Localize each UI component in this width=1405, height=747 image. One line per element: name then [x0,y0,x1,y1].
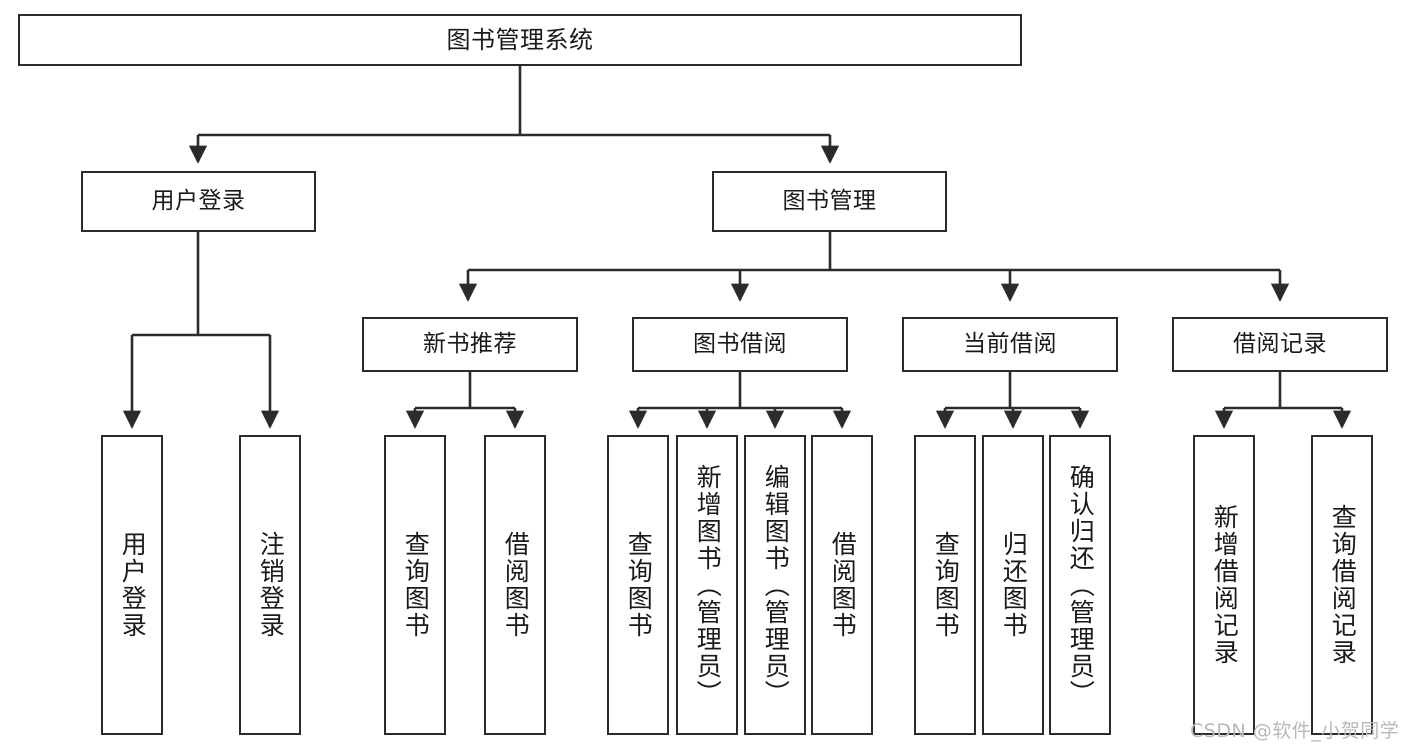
leaf-add-book-admin[interactable]: 新增图书（管理员） [676,435,738,735]
node-book-management[interactable]: 图书管理 [712,171,947,232]
node-current-borrow[interactable]: 当前借阅 [902,317,1118,372]
node-label: 新书推荐 [423,330,517,357]
node-label: 新增借阅记录 [1210,504,1240,666]
csdn-watermark: CSDN @软件_小贺同学 [1190,720,1400,742]
leaf-query-book-borrow[interactable]: 查询图书 [607,435,669,735]
node-label: 当前借阅 [963,330,1057,357]
leaf-return-book[interactable]: 归还图书 [982,435,1044,735]
leaf-borrow-book-recommend[interactable]: 借阅图书 [484,435,546,735]
node-label: 查询图书 [401,531,431,639]
leaf-borrow-book[interactable]: 借阅图书 [811,435,873,735]
node-label: 编辑图书（管理员） [761,463,791,707]
node-new-book-recommend[interactable]: 新书推荐 [362,317,578,372]
node-label: 新增图书（管理员） [693,463,723,707]
node-book-borrow[interactable]: 图书借阅 [632,317,848,372]
node-label: 借阅图书 [501,531,531,639]
node-label: 图书管理 [782,187,877,214]
node-label: 确认归还（管理员） [1066,463,1096,707]
node-label: 用户登录 [118,531,148,639]
leaf-query-borrow-record[interactable]: 查询借阅记录 [1311,435,1373,735]
node-label: 借阅记录 [1233,330,1327,357]
node-label: 图书管理系统 [446,25,594,54]
node-label: 查询图书 [624,531,654,639]
leaf-query-book-current[interactable]: 查询图书 [914,435,976,735]
leaf-add-borrow-record[interactable]: 新增借阅记录 [1193,435,1255,735]
node-label: 查询借阅记录 [1328,504,1358,666]
node-label: 图书借阅 [693,330,787,357]
node-user-login[interactable]: 用户登录 [81,171,316,232]
node-label: 注销登录 [256,531,286,639]
node-label: 借阅图书 [828,531,858,639]
leaf-edit-book-admin[interactable]: 编辑图书（管理员） [744,435,806,735]
leaf-user-logout[interactable]: 注销登录 [239,435,301,735]
node-label: 用户登录 [151,187,246,214]
node-borrow-record[interactable]: 借阅记录 [1172,317,1388,372]
node-label: 查询图书 [931,531,961,639]
leaf-confirm-return-admin[interactable]: 确认归还（管理员） [1049,435,1111,735]
leaf-user-login[interactable]: 用户登录 [101,435,163,735]
node-root-book-management-system[interactable]: 图书管理系统 [18,14,1022,66]
leaf-query-book-recommend[interactable]: 查询图书 [384,435,446,735]
node-label: 归还图书 [999,531,1029,639]
